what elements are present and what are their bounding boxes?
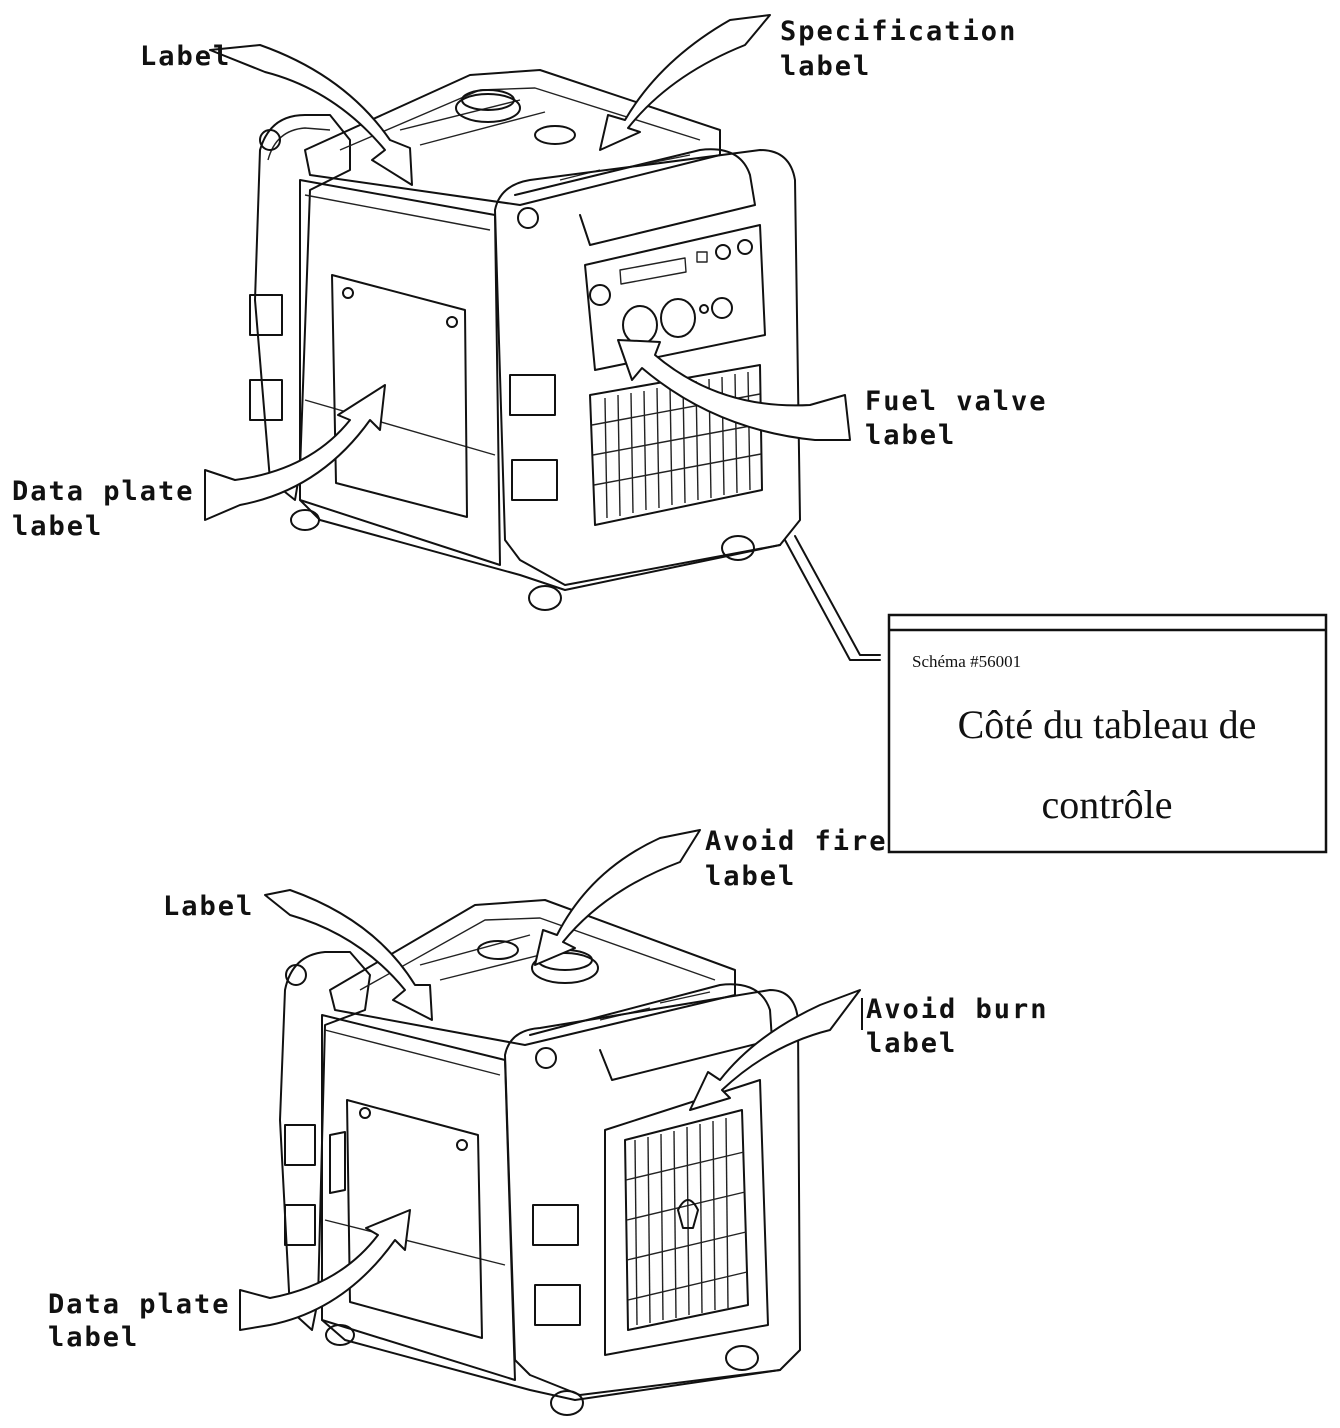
bottom-generator-drawing — [279, 899, 801, 1416]
top-specification-arrow — [599, 14, 771, 151]
bottom-data-plate-callout-line1: Data plate — [48, 1289, 231, 1320]
specification-label-callout-line2: label — [780, 51, 871, 82]
schema-number: Schéma #56001 — [912, 652, 1021, 671]
avoid-fire-callout-line2: label — [705, 861, 796, 892]
top-data-plate-arrow — [204, 384, 386, 521]
top-label-callout: Label — [140, 41, 231, 72]
avoid-fire-callout-line1: Avoid fire — [705, 826, 888, 857]
bottom-data-plate-callout-line2: label — [48, 1322, 139, 1353]
caption-title-line1: Côté du tableau de — [958, 702, 1257, 747]
bottom-data-plate-arrow — [239, 1209, 411, 1331]
caption-leader-line — [784, 535, 881, 661]
top-label-arrow — [209, 44, 413, 186]
top-data-plate-callout-line2: label — [12, 511, 103, 542]
bottom-avoid-fire-arrow — [534, 829, 701, 966]
fuel-valve-callout-line1: Fuel valve — [865, 386, 1048, 417]
avoid-burn-callout-line1: Avoid burn — [866, 994, 1049, 1025]
bottom-avoid-burn-arrow — [689, 989, 861, 1111]
top-data-plate-callout-line1: Data plate — [12, 476, 195, 507]
caption-box: Schéma #56001 Côté du tableau de contrôl… — [887, 613, 1328, 854]
bottom-label-callout: Label — [163, 891, 254, 922]
top-fuel-valve-arrow — [617, 339, 851, 441]
bottom-label-arrow — [264, 889, 433, 1021]
fuel-valve-callout-line2: label — [865, 420, 956, 451]
specification-label-callout-line1: Specification — [780, 16, 1017, 47]
top-generator-drawing — [249, 69, 801, 611]
avoid-burn-callout-line2: label — [866, 1028, 957, 1059]
caption-title-line2: contrôle — [1041, 782, 1172, 827]
